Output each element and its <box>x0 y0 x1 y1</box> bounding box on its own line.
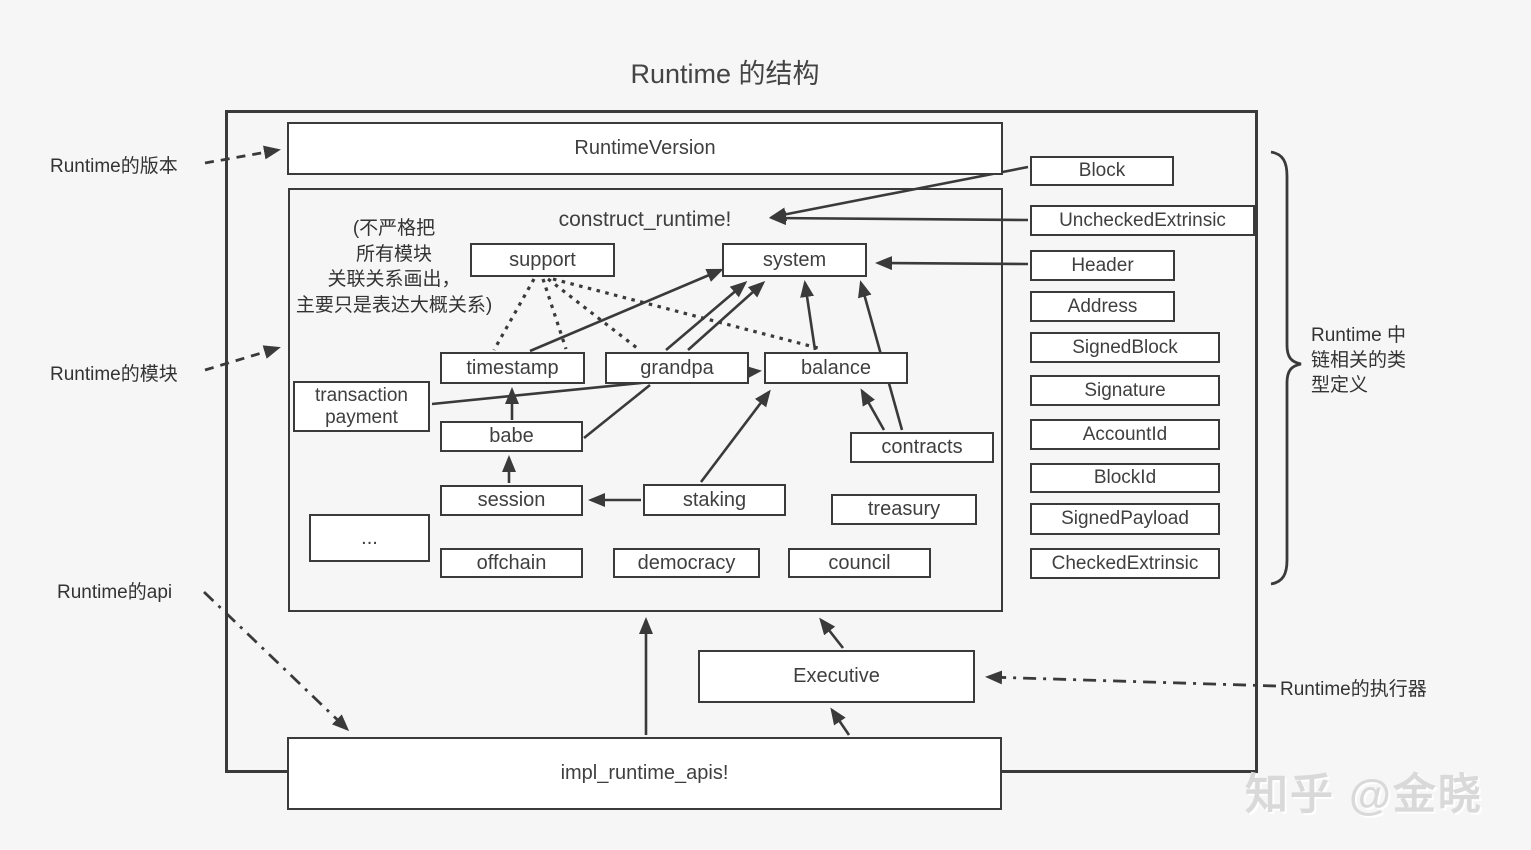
module-balance: balance <box>764 352 908 384</box>
edge-grandpa-to-system-1 <box>665 281 748 351</box>
diagram-title: Runtime 的结构 <box>630 59 820 89</box>
runtime-version-box: RuntimeVersion <box>287 122 1003 175</box>
executive-box: Executive <box>698 650 975 703</box>
edge-contracts-to-balance <box>860 388 886 431</box>
edge-balance-to-system <box>800 280 817 351</box>
edge-impl-to-executive <box>830 707 851 736</box>
edge-staking-to-balance <box>699 389 771 483</box>
executor-label: Runtime的执行器 <box>1280 679 1427 700</box>
module-ellipsis: ... <box>309 514 430 562</box>
runtime-version-label: RuntimeVersion <box>574 137 716 159</box>
type-accountid: AccountId <box>1030 419 1220 450</box>
module-contracts: contracts <box>850 432 994 463</box>
construct-runtime-frame <box>288 188 1003 612</box>
version-label: Runtime的版本 <box>50 156 178 177</box>
chain-types-label: Runtime 中链相关的类型定义 <box>1311 325 1407 396</box>
edge-uncheckedextrinsic-to-construct-runtime <box>769 211 1029 226</box>
edge-support-grandpa-dotted <box>547 277 638 350</box>
edge-executive-to-modules <box>819 617 845 649</box>
construct-runtime-title: construct_runtime! <box>558 208 732 231</box>
module-system: system <box>722 243 867 277</box>
module-support: support <box>470 243 615 277</box>
edge-support-timestamp-dotted <box>492 278 536 351</box>
api-label: Runtime的api <box>57 582 173 603</box>
modules-label: Runtime的模块 <box>50 364 178 385</box>
module-transaction-payment: transaction payment <box>293 381 430 432</box>
watermark: 知乎 @金晓 <box>1245 771 1483 819</box>
edge-grandpa-to-system-2 <box>687 281 766 351</box>
arrow-version-label <box>204 145 281 165</box>
module-grandpa: grandpa <box>605 352 749 384</box>
type-blockid: BlockId <box>1030 463 1220 493</box>
type-signedpayload: SignedPayload <box>1030 503 1220 535</box>
module-timestamp: timestamp <box>440 352 585 384</box>
module-council: council <box>788 548 931 578</box>
type-checkedextrinsic: CheckedExtrinsic <box>1030 548 1220 579</box>
edge-support-balance-dotted <box>552 277 819 350</box>
note-text: (不严格把 所有模块 关联关系画出， 主要只是表达大概关系) <box>295 218 493 316</box>
type-block: Block <box>1030 156 1174 186</box>
edge-timestamp-to-system <box>529 268 724 353</box>
edge-block-to-construct-runtime <box>769 165 1029 222</box>
arrow-modules-label <box>204 345 281 372</box>
module-staking: staking <box>643 484 786 516</box>
type-signedblock: SignedBlock <box>1030 332 1220 363</box>
edge-support-babe-dotted <box>541 278 568 350</box>
chain-types-brace <box>1270 150 1302 586</box>
type-uncheckedextrinsic: UncheckedExtrinsic <box>1030 205 1255 236</box>
arrow-api-label <box>203 590 350 732</box>
edge-header-to-system <box>875 256 1029 271</box>
type-address: Address <box>1030 291 1175 322</box>
module-babe: babe <box>440 421 583 452</box>
impl-runtime-apis-box: impl_runtime_apis! <box>287 737 1002 810</box>
module-democracy: democracy <box>613 548 760 578</box>
module-offchain: offchain <box>440 548 583 578</box>
type-signature: Signature <box>1030 375 1220 406</box>
type-header: Header <box>1030 250 1175 281</box>
module-treasury: treasury <box>831 494 977 525</box>
arrow-executor-label <box>985 670 1277 688</box>
edge-grandpa-to-babe <box>583 383 651 440</box>
module-session: session <box>440 485 583 516</box>
